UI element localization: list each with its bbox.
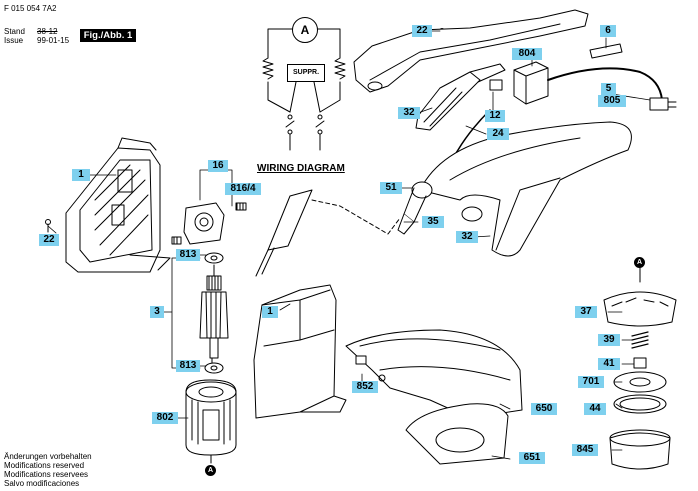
callout-part-651: 651 <box>519 452 545 464</box>
callout-part-22-screw: 22 <box>39 234 59 246</box>
callout-part-37: 37 <box>575 306 597 318</box>
callout-part-852: 852 <box>352 381 378 393</box>
callout-part-16: 16 <box>208 160 228 172</box>
field-stator <box>185 379 237 464</box>
figure-label: Fig./Abb. 1 <box>80 29 136 42</box>
callout-part-41: 41 <box>598 358 620 370</box>
suppressor-capacitor <box>255 189 313 277</box>
note-line-fr: Modifications reservees <box>4 470 89 479</box>
footer-notes: Änderungen vorbehalten Modifications res… <box>4 452 92 488</box>
guard-651 <box>405 403 509 465</box>
guard-650 <box>345 329 523 419</box>
callout-part-804: 804 <box>512 48 542 60</box>
wiring-diagram-title: WIRING DIAGRAM <box>257 163 345 174</box>
grip-51 <box>397 181 433 235</box>
callout-part-3: 3 <box>150 306 164 318</box>
stand-label: Stand <box>4 27 25 36</box>
wiring-diagram-lines <box>262 28 346 151</box>
callout-part-805: 805 <box>598 95 626 107</box>
switch-804 <box>489 61 549 105</box>
motor-cover-front <box>253 284 347 419</box>
note-line-de: Änderungen vorbehalten <box>4 452 92 461</box>
part-number: F 015 054 7A2 <box>4 4 57 13</box>
stand-date: 38-12 <box>37 27 58 36</box>
callout-part-44: 44 <box>584 403 606 415</box>
cable-clamp-6 <box>589 43 623 59</box>
callout-part-35: 35 <box>422 216 444 228</box>
callout-part-650: 650 <box>531 403 557 415</box>
suppressor-label: SUPPR. <box>287 64 325 82</box>
callout-part-1-housing: 1 <box>72 169 90 181</box>
callout-part-5: 5 <box>601 83 616 95</box>
callout-part-845: 845 <box>572 444 598 456</box>
callout-part-32-upper: 32 <box>398 107 420 119</box>
callout-part-802: 802 <box>152 412 178 424</box>
callout-part-701: 701 <box>578 376 604 388</box>
callout-part-1-guard: 1 <box>262 306 278 318</box>
callout-part-24: 24 <box>487 128 509 140</box>
callout-part-51: 51 <box>380 182 402 194</box>
resistor-left <box>262 57 274 80</box>
wire-dashed <box>311 199 401 235</box>
armature-assembly <box>199 252 229 374</box>
screw-22-left <box>45 219 51 233</box>
spool-assembly <box>603 267 677 470</box>
leader-lines <box>47 30 651 460</box>
note-line-en: Modifications reserved <box>4 461 85 470</box>
callout-part-32-lower: 32 <box>456 231 478 243</box>
callout-part-12: 12 <box>485 110 505 122</box>
brush-holder-assembly <box>171 202 247 245</box>
issue-label: Issue <box>4 36 24 45</box>
callout-part-813-top: 813 <box>176 249 200 261</box>
handle-half-upper <box>353 9 589 131</box>
handle-half-lower <box>419 121 632 257</box>
callout-part-39: 39 <box>598 334 620 346</box>
callout-part-816-4: 816/4 <box>225 183 261 195</box>
issue-date: 99-01-15 <box>37 36 70 45</box>
resistor-right <box>334 57 346 80</box>
connector-a-bottom: A <box>205 465 216 476</box>
housing-half-left <box>65 137 171 273</box>
connector-a-right: A <box>634 257 645 268</box>
power-cord-805 <box>547 67 677 111</box>
callout-part-6: 6 <box>600 25 616 37</box>
callout-part-813-bottom: 813 <box>176 360 200 372</box>
note-line-es: Salvo modificaciones <box>4 479 80 488</box>
callout-part-22-top: 22 <box>412 25 432 37</box>
motor-symbol: A <box>292 17 318 43</box>
